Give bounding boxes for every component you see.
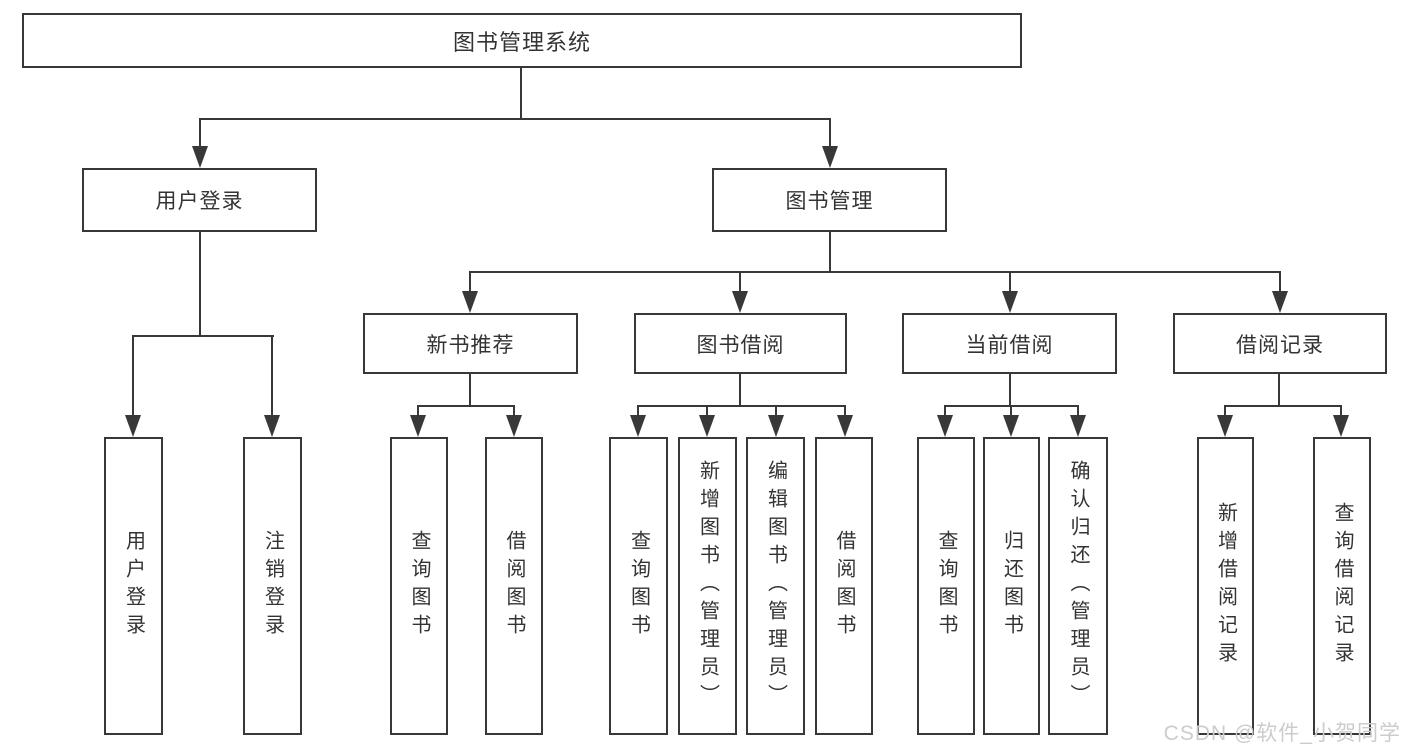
connector-leaf bbox=[775, 405, 777, 417]
node-label: 新增借阅记录 bbox=[1214, 502, 1237, 670]
node-label: 图书管理系统 bbox=[452, 29, 591, 55]
arrow-down-icon bbox=[125, 415, 141, 437]
connector-leaf bbox=[1077, 405, 1079, 417]
node-edit-books-admin: 编辑图书（管理员） bbox=[746, 437, 805, 735]
arrow-down-icon bbox=[410, 415, 426, 437]
node-query-borrow-record: 查询借阅记录 bbox=[1313, 437, 1371, 735]
connector-borrow-records-rail bbox=[1224, 405, 1342, 407]
connector-leaf bbox=[1010, 405, 1012, 417]
connector-to-current-borrow bbox=[1009, 271, 1011, 293]
arrow-down-icon bbox=[506, 415, 522, 437]
node-label: 用户登录 bbox=[122, 530, 145, 642]
connector-new-book-rec-rail bbox=[417, 405, 515, 407]
connector-leaf bbox=[513, 405, 515, 417]
node-query-books-current: 查询图书 bbox=[917, 437, 975, 735]
arrow-down-icon bbox=[264, 415, 280, 437]
connector-to-login bbox=[132, 335, 134, 417]
node-label: 查询图书 bbox=[627, 530, 650, 642]
arrow-down-icon bbox=[1070, 415, 1086, 437]
node-label: 归还图书 bbox=[1000, 530, 1023, 642]
arrow-down-icon bbox=[192, 146, 208, 168]
node-label: 查询借阅记录 bbox=[1331, 502, 1353, 670]
node-library-system: 图书管理系统 bbox=[22, 13, 1022, 68]
node-add-books-admin: 新增图书（管理员） bbox=[678, 437, 737, 735]
connector-book-borrow-rail bbox=[637, 405, 846, 407]
node-label: 注销登录 bbox=[261, 530, 284, 642]
node-borrow-books: 借阅图书 bbox=[815, 437, 873, 735]
node-label: 查询图书 bbox=[408, 530, 430, 642]
connector-to-borrow-records bbox=[1279, 271, 1281, 293]
connector-user-login-stem bbox=[199, 230, 201, 337]
node-label: 用户登录 bbox=[155, 190, 244, 213]
arrow-down-icon bbox=[1272, 291, 1288, 313]
node-query-books-rec: 查询图书 bbox=[390, 437, 448, 735]
connector-book-mgmt-stem bbox=[829, 230, 831, 273]
connector-book-mgmt-rail bbox=[469, 271, 1281, 273]
arrow-down-icon bbox=[1003, 415, 1019, 437]
node-label: 当前借阅 bbox=[965, 333, 1054, 357]
connector-to-new-book-rec bbox=[469, 271, 471, 293]
connector-user-login-rail bbox=[132, 335, 274, 337]
node-query-books-borrow: 查询图书 bbox=[609, 437, 668, 735]
connector-leaf bbox=[1340, 405, 1342, 417]
arrow-down-icon bbox=[1002, 291, 1018, 313]
node-current-borrow: 当前借阅 bbox=[902, 313, 1117, 374]
node-label: 借阅记录 bbox=[1236, 333, 1324, 357]
node-logout: 注销登录 bbox=[243, 437, 302, 735]
connector-new-book-rec-stem bbox=[469, 372, 471, 407]
connector-root-rail bbox=[199, 118, 831, 120]
arrow-down-icon bbox=[768, 415, 784, 437]
connector-to-book-mgmt bbox=[829, 118, 831, 148]
node-label: 确认归还（管理员） bbox=[1067, 460, 1089, 712]
arrow-down-icon bbox=[822, 146, 838, 168]
node-label: 新书推荐 bbox=[426, 333, 515, 357]
connector-leaf bbox=[706, 405, 708, 417]
node-login: 用户登录 bbox=[104, 437, 163, 735]
arrow-down-icon bbox=[732, 291, 748, 313]
arrow-down-icon bbox=[837, 415, 853, 437]
node-label: 借阅图书 bbox=[503, 530, 525, 642]
node-user-login: 用户登录 bbox=[82, 168, 317, 232]
connector-to-book-borrow bbox=[739, 271, 741, 293]
node-add-borrow-record: 新增借阅记录 bbox=[1197, 437, 1254, 735]
arrow-down-icon bbox=[462, 291, 478, 313]
connector-root-stem bbox=[520, 66, 522, 120]
connector-to-user-login bbox=[199, 118, 201, 148]
connector-current-borrow-stem bbox=[1009, 372, 1011, 407]
csdn-watermark: CSDN @软件_小贺同学 bbox=[1163, 722, 1401, 745]
node-label: 图书借阅 bbox=[696, 333, 785, 357]
arrow-down-icon bbox=[937, 415, 953, 437]
node-borrow-records: 借阅记录 bbox=[1173, 313, 1387, 374]
node-label: 借阅图书 bbox=[833, 530, 855, 642]
arrow-down-icon bbox=[1333, 415, 1349, 437]
node-borrow-books-rec: 借阅图书 bbox=[485, 437, 543, 735]
node-label: 编辑图书（管理员） bbox=[764, 460, 787, 712]
connector-leaf bbox=[417, 405, 419, 417]
arrow-down-icon bbox=[1217, 415, 1233, 437]
node-label: 图书管理 bbox=[785, 190, 874, 213]
connector-leaf bbox=[637, 405, 639, 417]
connector-leaf bbox=[1224, 405, 1226, 417]
connector-leaf bbox=[844, 405, 846, 417]
connector-leaf bbox=[944, 405, 946, 417]
connector-book-borrow-stem bbox=[739, 372, 741, 407]
node-book-borrow: 图书借阅 bbox=[634, 313, 847, 374]
connector-borrow-records-stem bbox=[1278, 372, 1280, 407]
arrow-down-icon bbox=[630, 415, 646, 437]
node-book-mgmt: 图书管理 bbox=[712, 168, 947, 232]
node-label: 查询图书 bbox=[935, 530, 957, 642]
node-return-books: 归还图书 bbox=[983, 437, 1040, 735]
node-new-book-rec: 新书推荐 bbox=[363, 313, 578, 374]
arrow-down-icon bbox=[699, 415, 715, 437]
connector-to-logout bbox=[271, 335, 273, 417]
node-label: 新增图书（管理员） bbox=[696, 460, 719, 712]
node-confirm-return-admin: 确认归还（管理员） bbox=[1048, 437, 1108, 735]
